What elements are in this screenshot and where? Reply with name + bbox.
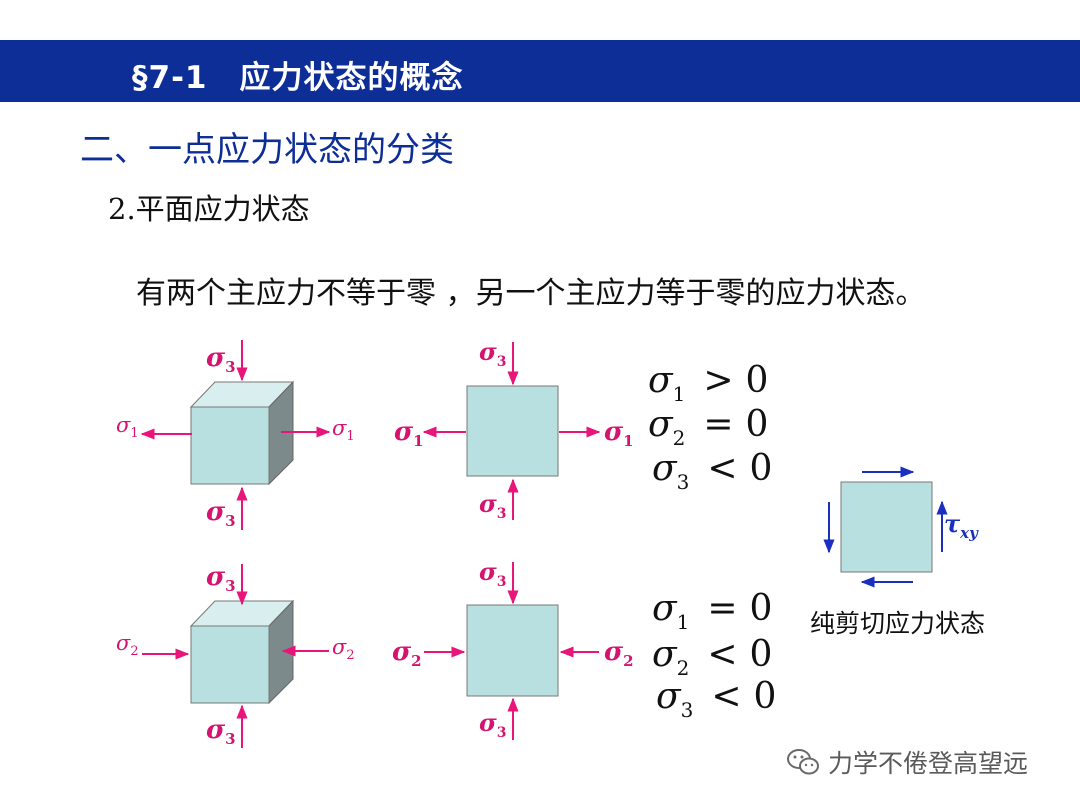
svg-text:σ3: σ3 bbox=[479, 557, 506, 590]
section-heading: 二、一点应力状态的分类 bbox=[80, 130, 454, 170]
slide-title: §7-1 应力状态的概念 bbox=[132, 60, 464, 96]
arrows-row2-cube bbox=[142, 564, 329, 748]
sub-heading: 2.平面应力状态 bbox=[108, 186, 310, 228]
labels-row2-cube: σ3 σ3 σ2 σ2 bbox=[116, 562, 355, 748]
cube-element-row2 bbox=[189, 599, 295, 705]
header-bar bbox=[0, 40, 1080, 102]
svg-text:σ3: σ3 bbox=[206, 715, 236, 748]
arrows-row1-cube bbox=[140, 340, 331, 530]
shear-arrows bbox=[823, 466, 948, 588]
plane-element-row2 bbox=[466, 604, 559, 697]
svg-text:σ3: σ3 bbox=[206, 497, 236, 530]
condition-case1-sigma3: σ3<0 bbox=[652, 448, 772, 494]
sub-heading-number: 2. bbox=[108, 192, 136, 226]
condition-case1-sigma2: σ2=0 bbox=[648, 404, 768, 450]
watermark-text: 力学不倦登高望远 bbox=[828, 749, 1029, 778]
svg-text:σ2: σ2 bbox=[392, 637, 422, 670]
labels-row2-plane: σ3 σ3 σ2 σ2 bbox=[392, 557, 634, 741]
tau-xy-label: τxy bbox=[944, 509, 979, 542]
sub-heading-text: 平面应力状态 bbox=[135, 192, 310, 226]
svg-text:σ1: σ1 bbox=[116, 413, 139, 441]
definition-text: 有两个主应力不等于零 ，另一个主应力等于零的应力状态。 bbox=[136, 276, 926, 311]
condition-case1-sigma1: σ1>0 bbox=[648, 360, 768, 406]
pure-shear-element bbox=[840, 481, 933, 573]
svg-text:σ2: σ2 bbox=[116, 631, 139, 659]
svg-text:σ1: σ1 bbox=[394, 417, 424, 450]
svg-text:σ1: σ1 bbox=[332, 416, 355, 444]
plane-element-row1 bbox=[466, 385, 559, 477]
conditions-case1: σ1>0 σ2=0 σ3<0 bbox=[648, 360, 772, 494]
svg-text:σ3: σ3 bbox=[206, 343, 236, 376]
condition-case2-sigma1: σ1=0 bbox=[652, 588, 772, 634]
svg-text:σ3: σ3 bbox=[479, 489, 506, 522]
svg-text:σ3: σ3 bbox=[206, 562, 236, 595]
arrows-row2-plane bbox=[424, 562, 599, 740]
svg-text:σ2: σ2 bbox=[332, 635, 355, 663]
conditions-case2: σ1=0 σ2<0 σ3<0 bbox=[652, 588, 776, 722]
svg-text:σ2: σ2 bbox=[604, 637, 634, 670]
pure-shear-label: 纯剪切应力状态 bbox=[810, 609, 986, 638]
condition-case2-sigma3: σ3<0 bbox=[656, 676, 776, 722]
arrows-row1-plane bbox=[422, 342, 601, 520]
svg-text:σ1: σ1 bbox=[604, 417, 634, 450]
labels-row1-cube: σ3 σ3 σ1 σ1 bbox=[116, 343, 355, 530]
svg-text:σ3: σ3 bbox=[479, 708, 506, 741]
labels-row1-plane: σ3 σ3 σ1 σ1 bbox=[394, 337, 634, 522]
condition-case2-sigma2: σ2<0 bbox=[652, 634, 772, 680]
svg-text:σ3: σ3 bbox=[479, 337, 506, 370]
watermark: 力学不倦登高望远 bbox=[786, 744, 1028, 780]
cube-element-row1 bbox=[189, 380, 295, 486]
wechat-icon bbox=[787, 749, 819, 775]
